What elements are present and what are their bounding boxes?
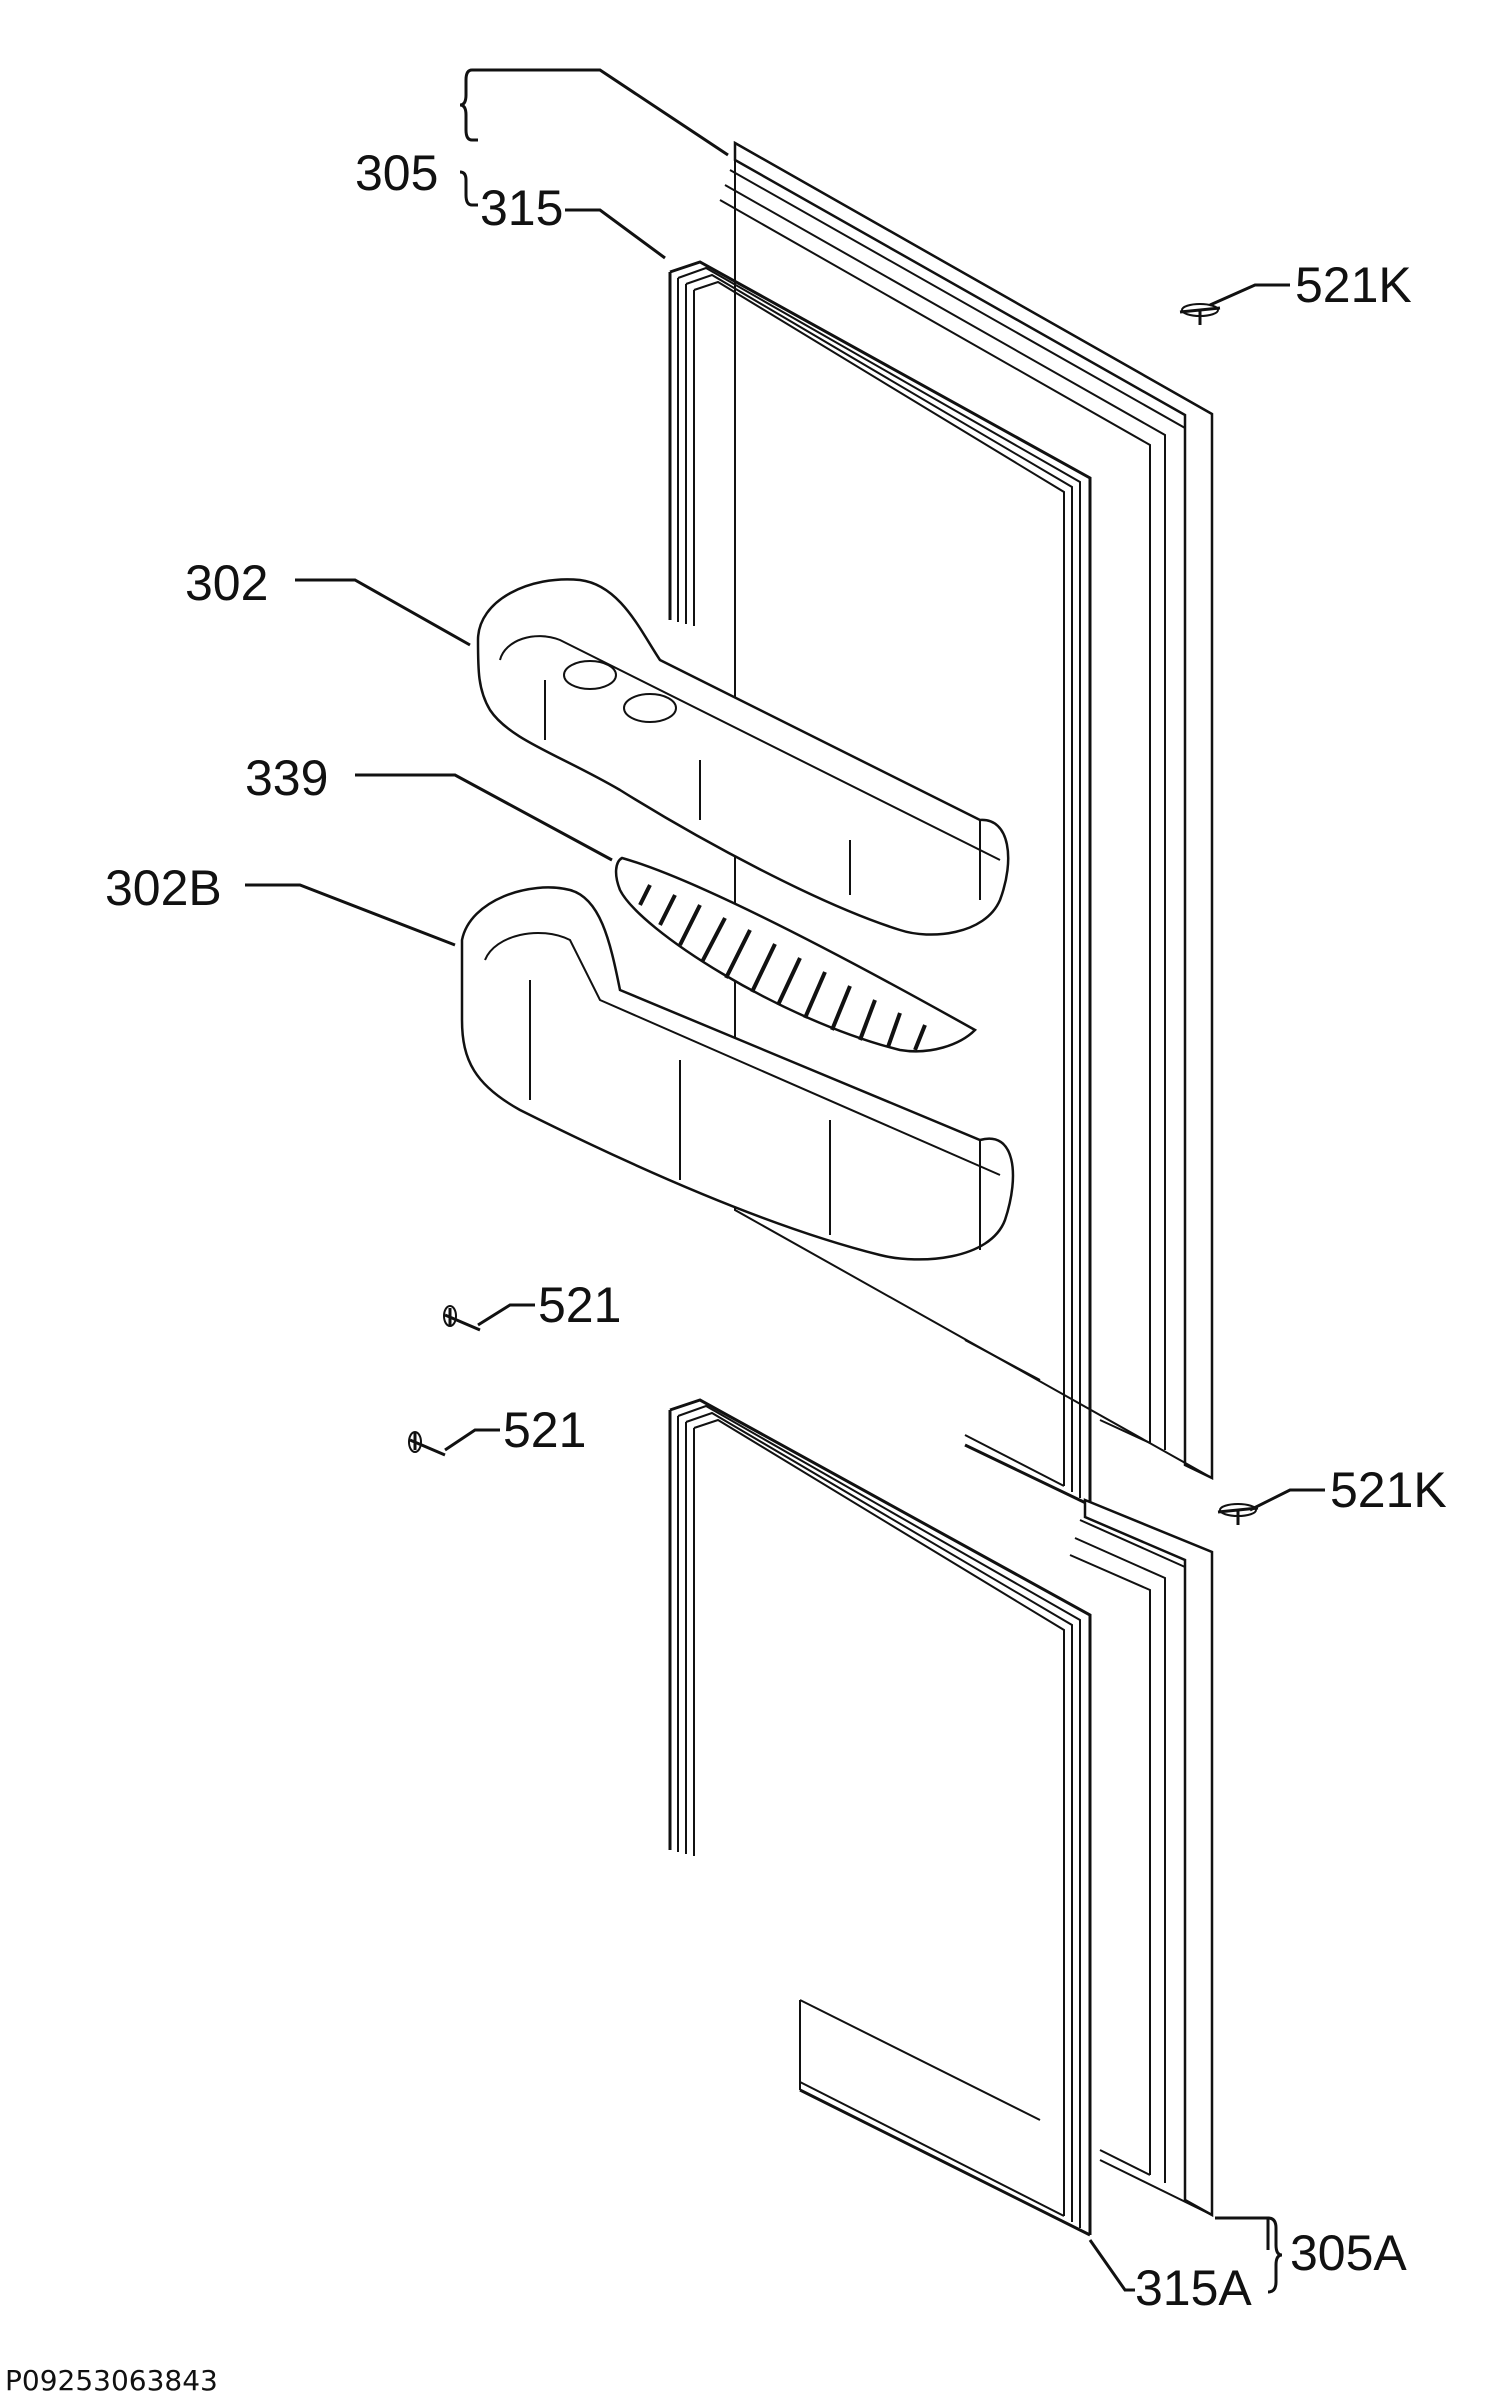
label-302: 302: [185, 555, 268, 611]
upper-door-gasket: [668, 260, 1092, 1507]
upper-door-panel: [719, 140, 1214, 1480]
screw-2: [408, 1431, 446, 1457]
drawing-code: P09253063843: [5, 2364, 218, 2397]
screw-1: [443, 1305, 481, 1332]
label-521k-lower: 521K: [1330, 1462, 1447, 1518]
label-315: 315: [480, 180, 563, 236]
lower-door-gasket: [668, 1398, 1092, 2237]
label-521-2: 521: [503, 1402, 586, 1458]
label-521-1: 521: [538, 1277, 621, 1333]
label-305: 305: [355, 145, 438, 201]
label-302b: 302B: [105, 860, 222, 916]
screw-cap-lower: [1217, 1503, 1259, 1525]
part-labels: 305 315 521K 302 339 302B 521 521 521K 3…: [105, 145, 1447, 2316]
label-315a: 315A: [1135, 2260, 1252, 2316]
lower-door-panel: [1069, 1498, 1214, 2218]
label-521k-upper: 521K: [1295, 257, 1412, 313]
balcony-divider-insert: [614, 856, 978, 1053]
screw-cap-upper: [1179, 303, 1221, 325]
lower-door-balcony: [460, 886, 1015, 1261]
label-339: 339: [245, 750, 328, 806]
leader-lines: [245, 68, 1325, 2294]
label-305a: 305A: [1290, 2225, 1407, 2281]
upper-door-balcony: [476, 578, 1010, 936]
